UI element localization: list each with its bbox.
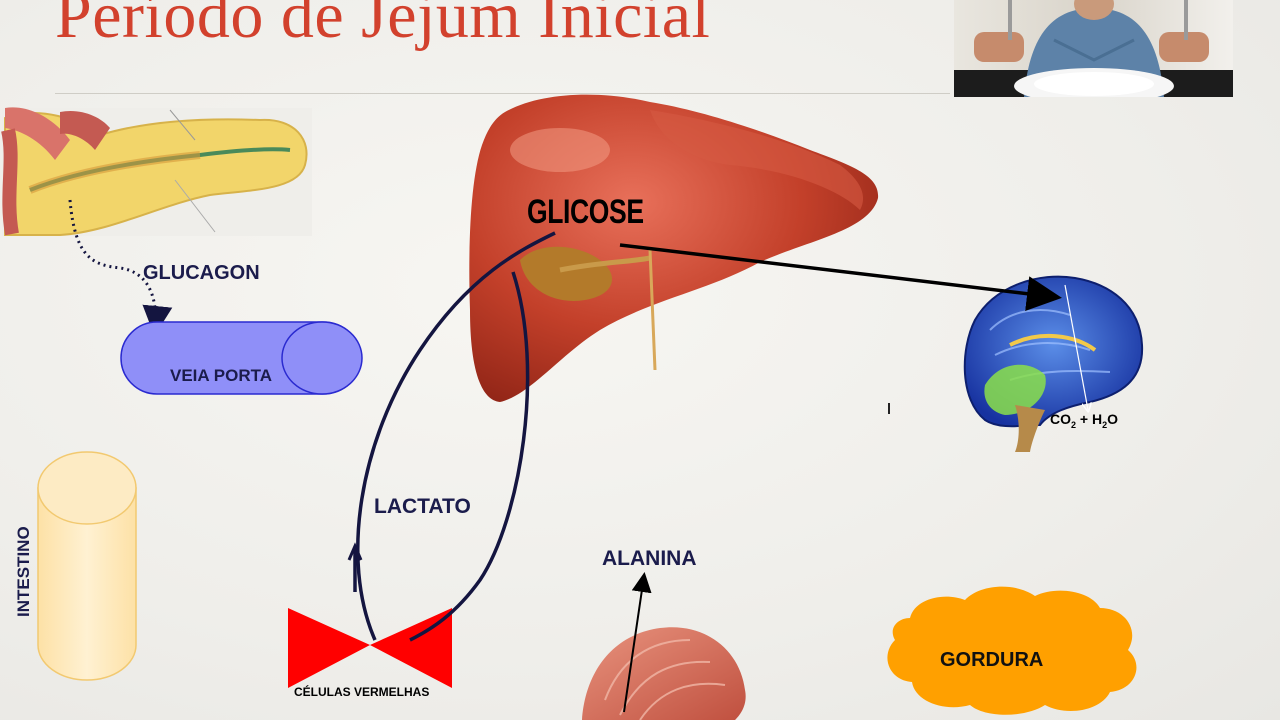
alanina-arrow: [623, 572, 652, 713]
gordura-cloud: [887, 586, 1137, 715]
lactato-return-curve: [409, 271, 530, 642]
text-cursor: [888, 403, 890, 414]
veia-porta-cylinder: [120, 321, 363, 395]
veia-porta-label: VEIA PORTA: [170, 366, 273, 385]
co2-subscript: 2: [1071, 419, 1077, 430]
glicose-to-brain-arrow: [619, 243, 1062, 312]
slide-title: Período de Jejum Inicial: [55, 0, 711, 52]
lactato-arrowhead: [347, 542, 363, 561]
liver-illustration: [469, 94, 879, 402]
h2o-subscript: 2: [1102, 419, 1108, 430]
brain-illustration: [963, 275, 1144, 452]
glicose-label: GLICOSE: [527, 193, 644, 231]
gordura-label: GORDURA: [940, 649, 1044, 671]
lactato-cycle-curve: [356, 231, 556, 641]
title-divider: [55, 93, 950, 94]
co2-h2o-label: CO2 + H2O: [1050, 411, 1118, 430]
pancreas-illustration: [1, 107, 312, 236]
glucagon-label: GLUCAGON: [143, 262, 260, 284]
h2o-text-o: O: [1107, 411, 1118, 427]
muscle-illustration: [582, 627, 746, 720]
intestino-cylinder: [37, 451, 137, 681]
co2-text-co: CO: [1050, 411, 1071, 427]
lactato-label: LACTATO: [374, 495, 471, 518]
hungry-man-photo: [954, 0, 1233, 97]
celulas-vermelhas-shape: [288, 608, 452, 688]
intestino-label: INTESTINO: [14, 526, 33, 617]
celulas-vermelhas-label: CÉLULAS VERMELHAS: [294, 685, 430, 699]
brain-to-co2-arrow: [1064, 284, 1088, 410]
co2-text-plus-h: + H: [1076, 411, 1103, 427]
alanina-label: ALANINA: [602, 547, 697, 570]
